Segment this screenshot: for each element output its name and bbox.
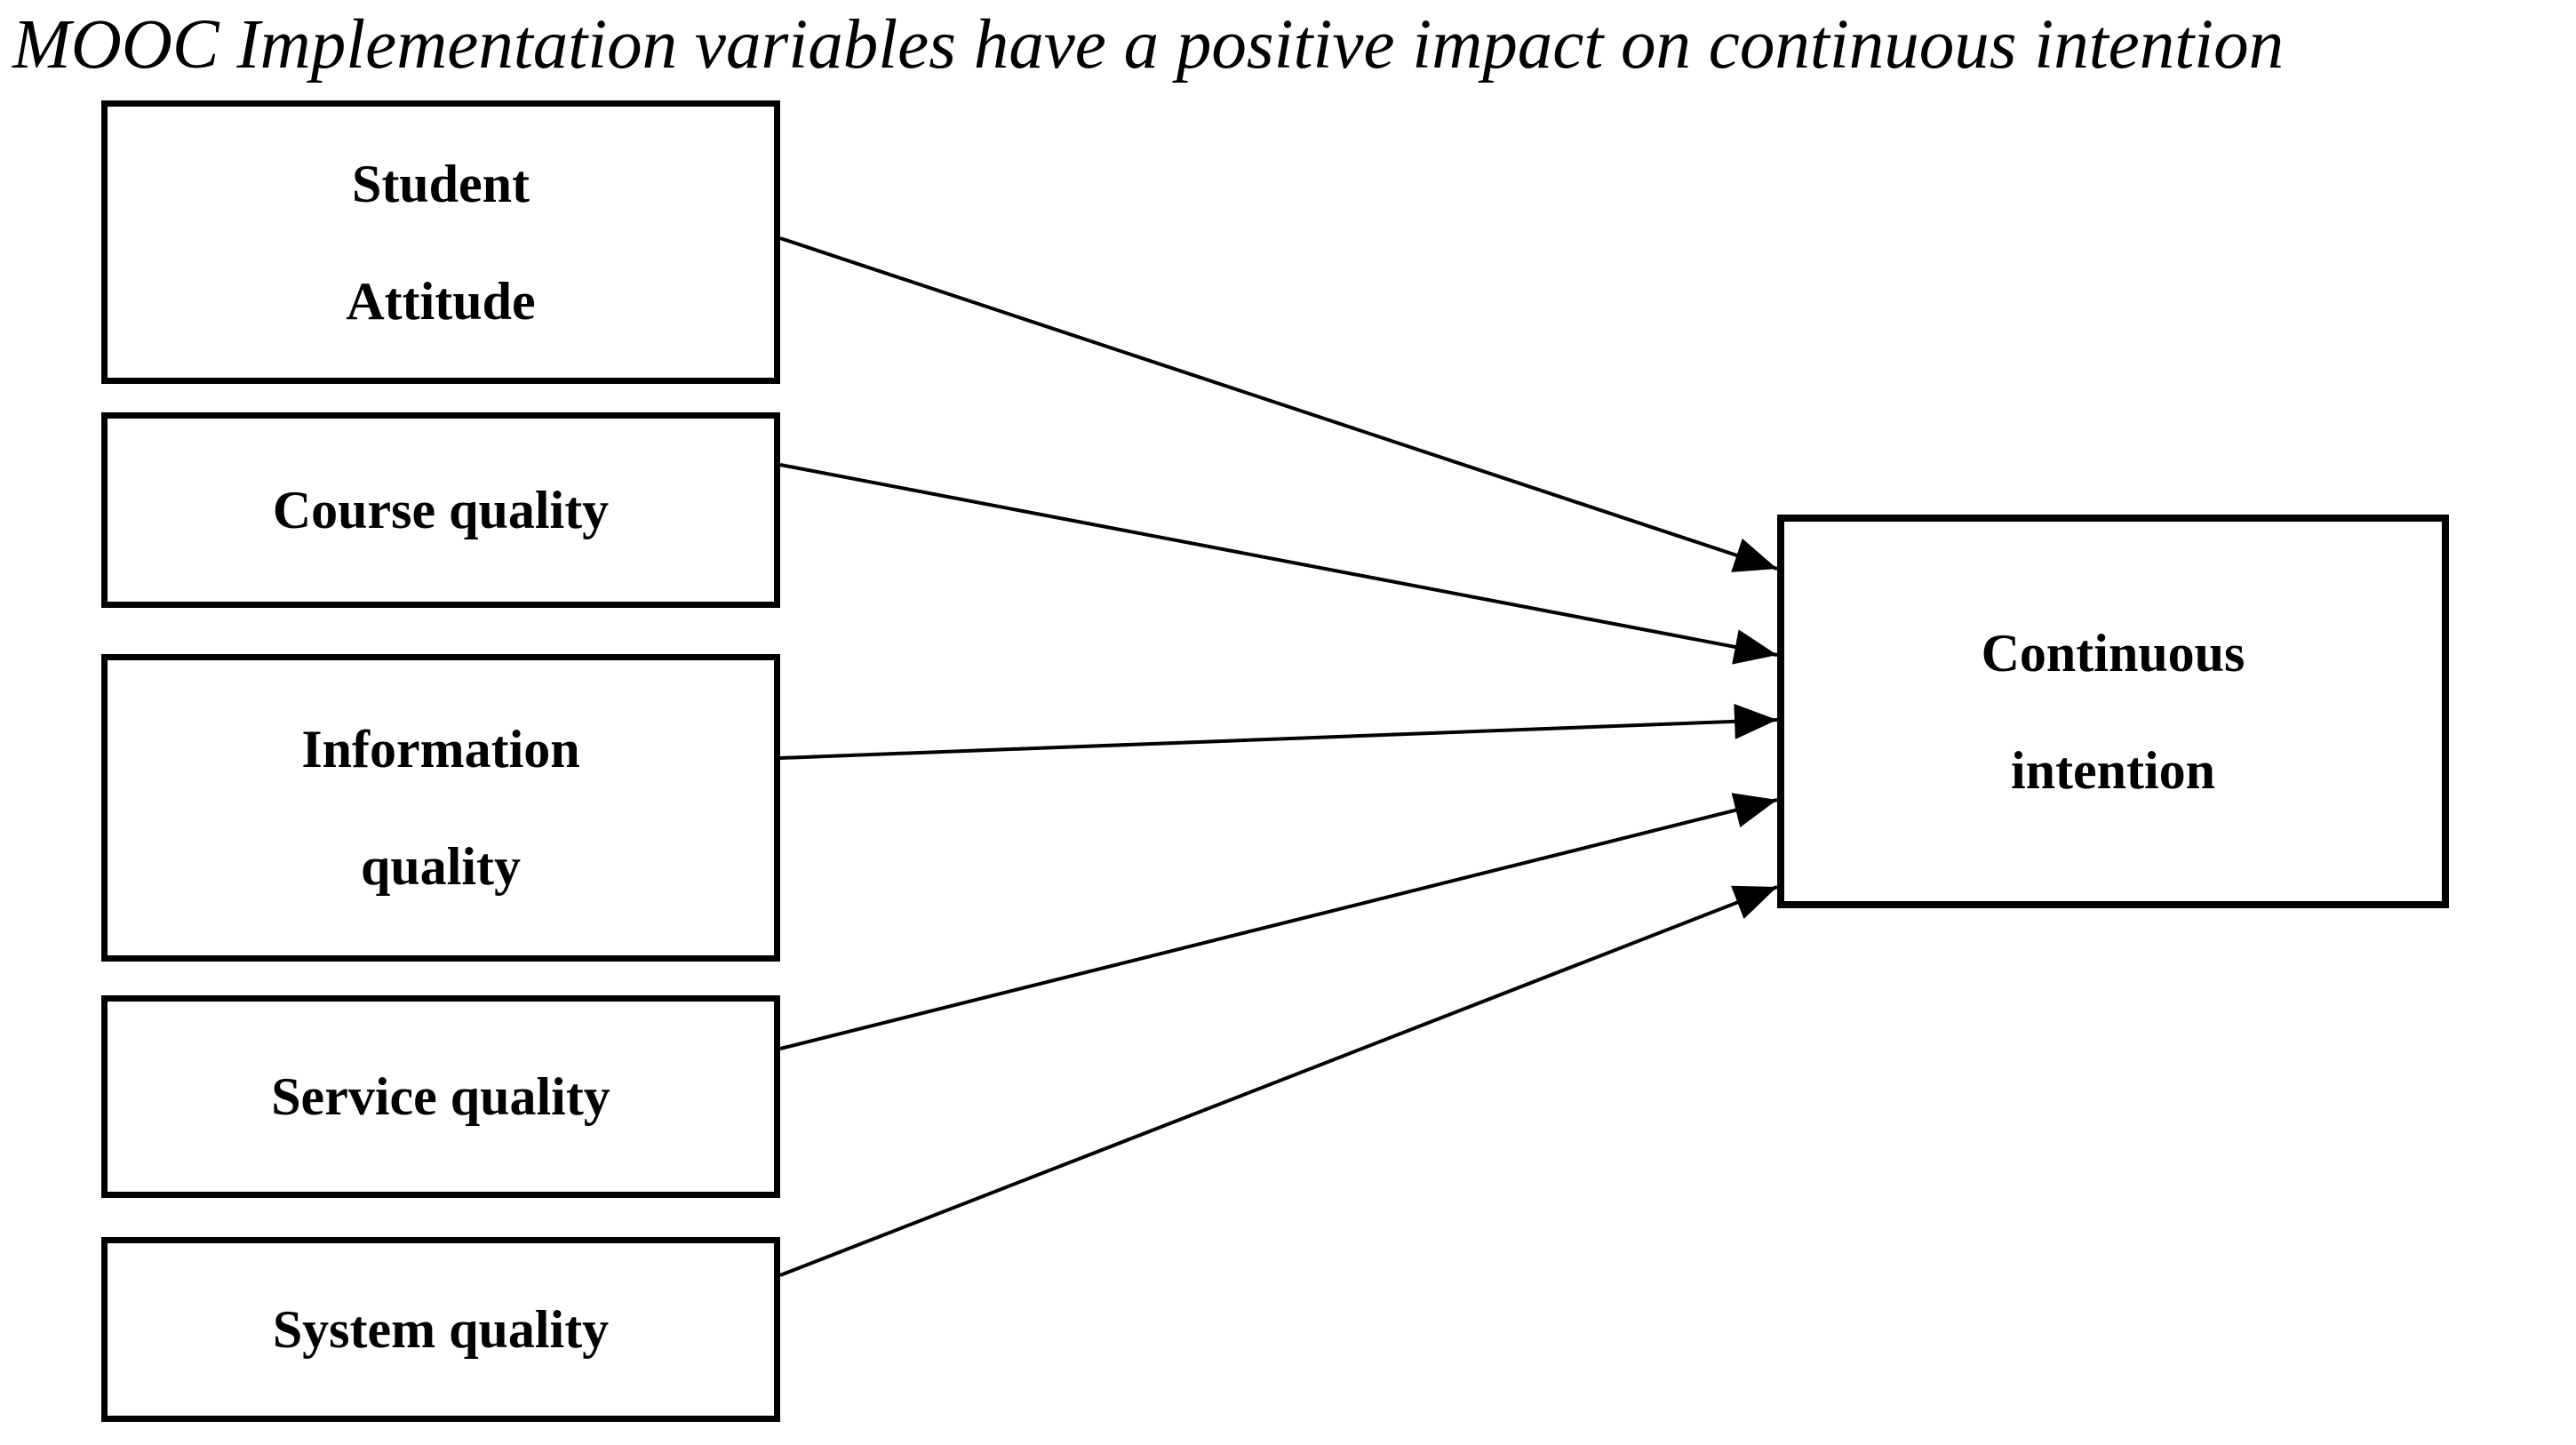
arrow-system-quality-to-continuous-intention: [779, 885, 1778, 1277]
diagram-title: MOOC Implementation variables have a pos…: [12, 6, 2285, 84]
box-service-quality: Service quality: [101, 995, 780, 1198]
box-service-quality-label: Service quality: [271, 1067, 610, 1126]
box-information-quality-label-line-2: quality: [360, 837, 522, 896]
box-student-attitude-label-line-2: Attitude: [346, 271, 536, 331]
box-student-attitude: Student Attitude: [101, 100, 780, 384]
arrow-service-quality-to-continuous-intention: [779, 793, 1778, 1050]
box-student-attitude-label-line-1: Student: [351, 154, 530, 213]
arrow-course-quality-to-continuous-intention: [779, 463, 1778, 665]
box-system-quality-label: System quality: [272, 1300, 610, 1359]
box-information-quality-label-line-1: Information: [301, 720, 580, 778]
box-information-quality: Information quality: [101, 654, 780, 962]
box-course-quality-label: Course quality: [272, 481, 610, 539]
box-system-quality: System quality: [101, 1237, 780, 1422]
arrow-student-attitude-to-continuous-intention: [779, 236, 1778, 572]
box-continuous-intention-label-line-1: Continuous: [1981, 623, 2245, 683]
box-continuous-intention: Continuous intention: [1777, 515, 2449, 908]
box-continuous-intention-label-line-2: intention: [2010, 740, 2216, 800]
box-course-quality: Course quality: [101, 412, 780, 608]
arrow-information-quality-to-continuous-intention: [779, 703, 1778, 760]
